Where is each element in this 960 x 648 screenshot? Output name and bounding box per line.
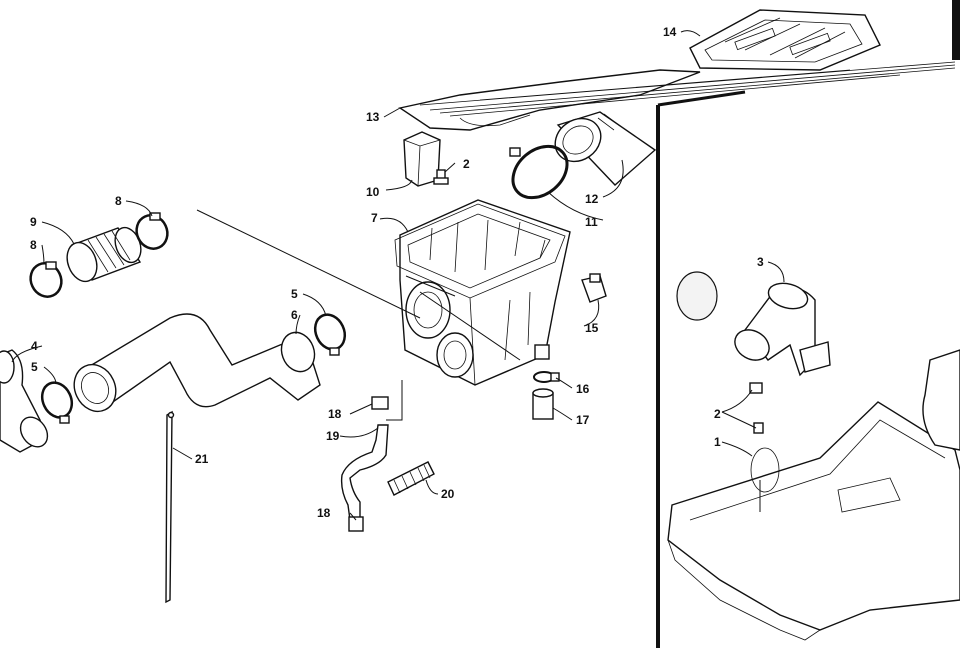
callout-20: 20 — [441, 487, 455, 501]
part-6-intake-duct — [73, 313, 321, 413]
callout-11: 11 — [585, 215, 598, 229]
part-13-lid — [398, 61, 956, 131]
callout-8-left: 8 — [30, 238, 37, 252]
inset-part-2-fittings — [749, 382, 764, 434]
callout-7: 7 — [371, 211, 378, 225]
part-21-strap — [165, 410, 175, 604]
callout-18-bottom: 18 — [317, 506, 331, 520]
leader-lines — [11, 30, 785, 521]
part-2-fitting — [433, 169, 449, 185]
part-5-clamps — [40, 313, 347, 424]
callout-10: 10 — [366, 185, 380, 199]
callout-2-inset: 2 — [714, 407, 721, 421]
part-20-corrugated-hose — [387, 461, 435, 496]
part-12-inlet-tube — [554, 111, 657, 186]
callout-1: 1 — [714, 435, 721, 449]
callout-19: 19 — [326, 429, 340, 443]
callout-3: 3 — [757, 255, 764, 269]
callout-9: 9 — [30, 215, 37, 229]
callout-4: 4 — [31, 339, 38, 353]
callout-6: 6 — [291, 308, 298, 322]
callout-12: 12 — [585, 192, 599, 206]
part-16-clip — [533, 371, 560, 383]
callout-15: 15 — [585, 321, 599, 335]
part-17-drain-plug — [532, 388, 554, 420]
inset-part-1-skid-plate — [667, 349, 960, 641]
callout-16: 16 — [576, 382, 590, 396]
callout-2-top: 2 — [463, 157, 470, 171]
inset-panel — [656, 0, 960, 648]
part-8-clamps — [29, 212, 169, 298]
part-14-airbox-cover — [689, 9, 881, 71]
callout-21: 21 — [195, 452, 209, 466]
part-9-rubber-boot — [66, 226, 142, 283]
callout-8-top: 8 — [115, 194, 122, 208]
part-19-drain-hose — [340, 424, 389, 521]
callout-18-top: 18 — [328, 407, 342, 421]
part-18-clamps — [348, 396, 389, 532]
callout-13: 13 — [366, 110, 380, 124]
part-4-elbow — [0, 349, 49, 453]
part-11-clamp-ring — [509, 144, 569, 200]
callout-17: 17 — [576, 413, 590, 427]
callout-5-left: 5 — [31, 360, 38, 374]
part-15-latch — [581, 273, 607, 303]
callout-14: 14 — [663, 25, 677, 39]
part-7-airbox — [394, 199, 571, 386]
callout-5-right: 5 — [291, 287, 298, 301]
inset-part-3-elbow — [676, 271, 831, 377]
callout-labels: 14 13 12 11 2 10 7 8 9 8 5 6 4 5 15 16 1… — [30, 25, 764, 520]
